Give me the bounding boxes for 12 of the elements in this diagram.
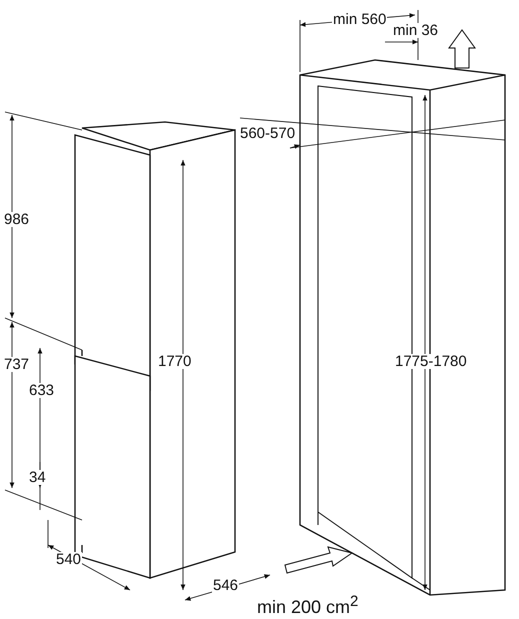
dimension-label: min 200 cm$^{2}$	[256, 594, 360, 616]
dimension-label: min 560	[332, 12, 388, 27]
dimension-label: 1775-1780	[394, 354, 468, 369]
dimension-label: 34	[28, 470, 47, 485]
dimension-label: 633	[28, 383, 56, 398]
dimension-label: 986	[3, 212, 30, 227]
dimension-label: 737	[3, 357, 30, 372]
dimension-label: min 36	[392, 23, 440, 38]
dimension-label: 1770	[157, 354, 192, 369]
dimension-label: 540	[55, 552, 82, 567]
dimension-label: 546	[212, 578, 240, 593]
dimension-label: 560-570	[239, 126, 296, 141]
